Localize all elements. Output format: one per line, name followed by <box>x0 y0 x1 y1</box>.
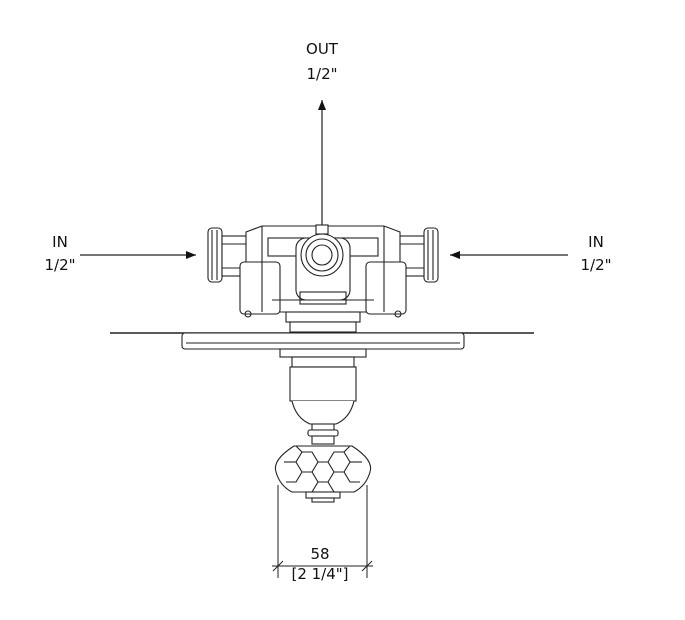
handle-stem <box>279 348 367 445</box>
left-inlet-label: IN <box>52 233 68 251</box>
width-dimension <box>272 485 373 578</box>
right-inlet-size-label: 1/2" <box>580 256 612 274</box>
valve-body <box>239 224 407 333</box>
left-inlet-fitting <box>207 227 249 283</box>
outlet-size-label: 1/2" <box>306 65 338 83</box>
right-inlet-label: IN <box>588 233 604 251</box>
outlet-label: OUT <box>306 40 338 58</box>
dimension-metric-label: 58 <box>310 545 330 563</box>
escutcheon-plate <box>181 332 465 350</box>
dimension-imperial-label: [2 1/4"] <box>291 565 349 583</box>
left-inlet-size-label: 1/2" <box>44 256 76 274</box>
crystal-knob <box>274 445 372 503</box>
